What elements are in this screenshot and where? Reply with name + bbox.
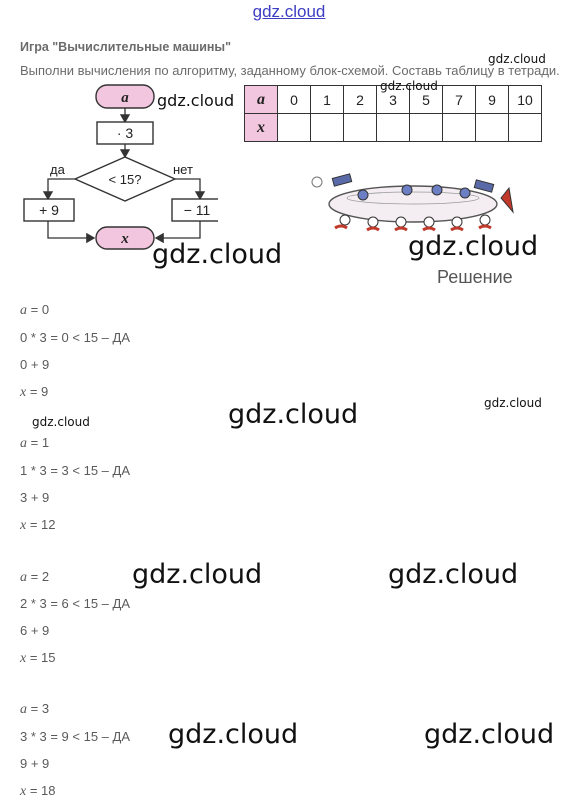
solution-calc-line: 2 * 3 = 6 < 15 – ДА [20,596,130,611]
solution-a-line: a = 3 [20,701,50,717]
solution-x-line: x = 18 [20,783,56,799]
flowchart-input-label: a [121,90,129,106]
watermark: gdz.cloud [484,396,542,410]
solution-heading: Решение [437,267,513,287]
watermark: gdz.cloud [408,231,539,262]
table-cell: 0 [277,85,311,114]
table-header-a: a [244,85,278,114]
flowchart-yes-label: да [50,162,66,177]
flowchart-no-op: − 11 [184,202,211,218]
table-row-x: x [244,113,542,142]
watermark: gdz.cloud [168,719,299,750]
solution-x-line: x = 15 [20,650,56,666]
flowchart: a · 3 < 15? да нет + 9 − 11 x [23,84,218,250]
flowchart-multiply-label: · 3 [117,125,134,141]
flowchart-condition-label: < 15? [109,172,142,187]
watermark: gdz.cloud [228,399,359,430]
solution-a-line: a = 1 [20,435,50,451]
values-table: a 0 1 2 3 5 7 9 10 x [244,85,542,142]
watermark: gdz.cloud [424,719,555,750]
table-cell: 7 [442,85,476,114]
watermark: gdz.cloud [32,415,90,429]
solution-a-line: a = 2 [20,569,50,585]
watermark: gdz.cloud [132,559,263,590]
watermark: gdz.cloud [488,52,546,66]
flowchart-yes-op: + 9 [39,202,59,218]
solution-calc-line: 1 * 3 = 3 < 15 – ДА [20,463,130,478]
table-cell [310,113,344,142]
solution-x-line: x = 9 [20,384,49,400]
flowchart-yes-block [23,198,75,222]
solution-op-line: 0 + 9 [20,357,50,372]
robot-train-illustration [311,173,514,232]
flowchart-no-label: нет [173,162,193,177]
table-cell: 1 [310,85,344,114]
solution-op-line: 3 + 9 [20,490,50,505]
solution-op-line: 6 + 9 [20,623,50,638]
table-cell [343,113,377,142]
table-cell [409,113,443,142]
table-cell: 10 [508,85,542,114]
flowchart-output-label: x [120,231,129,247]
flowchart-no-block [171,198,218,222]
watermark: gdz.cloud [152,239,283,270]
table-cell [442,113,476,142]
solution-calc-line: 0 * 3 = 0 < 15 – ДА [20,330,130,345]
watermark: gdz.cloud [388,559,519,590]
solution-calc-line: 3 * 3 = 9 < 15 – ДА [20,729,130,744]
table-cell [475,113,509,142]
site-logo-link[interactable]: gdz.cloud [252,2,326,21]
flowchart-decision [73,156,177,202]
watermark: gdz.cloud [157,91,235,110]
solution-x-line: x = 12 [20,517,56,533]
exercise-task: Выполни вычисления по алгоритму, заданно… [20,63,560,78]
exercise-title: Игра "Вычислительные машины" [20,40,232,54]
table-cell [277,113,311,142]
watermark: gdz.cloud [380,79,438,93]
table-cell: 9 [475,85,509,114]
solution-a-line: a = 0 [20,302,50,318]
table-cell: 2 [343,85,377,114]
flowchart-end-terminal [95,226,155,250]
table-cell [376,113,410,142]
solution-op-line: 9 + 9 [20,756,50,771]
table-cell [508,113,542,142]
table-header-x: x [244,113,278,142]
